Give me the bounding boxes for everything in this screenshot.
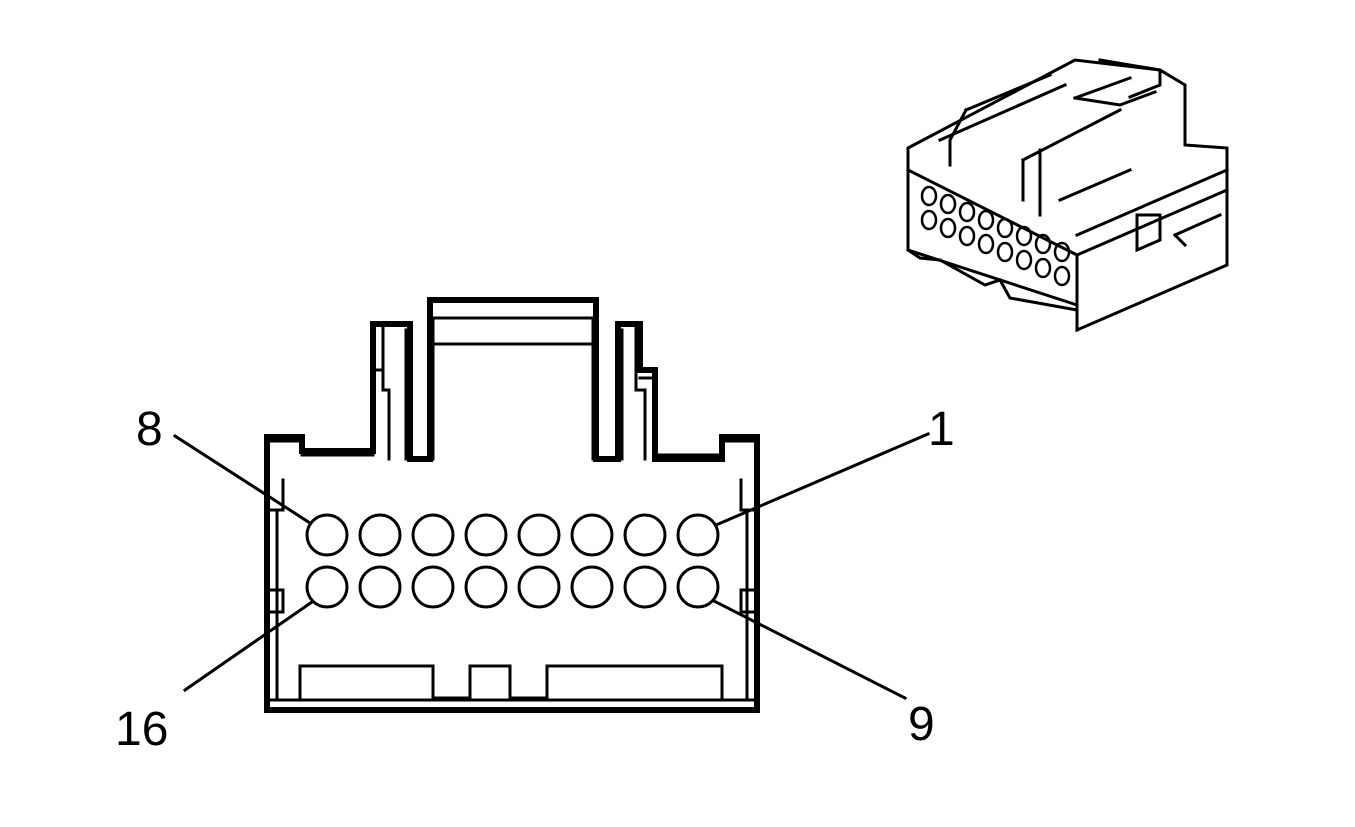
iso-pin-cavity — [939, 193, 957, 215]
pin-cavity-12 — [517, 565, 561, 609]
iso-pin-cavity — [958, 201, 976, 223]
connector-face-view — [264, 297, 760, 713]
body-inner-top — [265, 439, 757, 457]
pin-cavity-11 — [570, 565, 614, 609]
leader-line-1 — [714, 432, 930, 527]
pin-cavity-10 — [623, 565, 667, 609]
iso-pin-cavity — [1053, 265, 1071, 287]
iso-top-ribs — [938, 58, 1162, 217]
iso-pin-cavity — [1034, 257, 1052, 279]
pin-cavity-8 — [305, 513, 349, 557]
leader-line-9 — [711, 598, 908, 701]
label-pin-16: 16 — [115, 703, 168, 756]
label-pin-8: 8 — [136, 403, 163, 456]
pin-cavity-6 — [411, 513, 455, 557]
latch-bar — [431, 316, 595, 461]
pin-cavity-15 — [358, 565, 402, 609]
iso-pin-cavity — [920, 209, 938, 231]
right-tower-detail — [620, 322, 657, 461]
iso-latch — [1135, 213, 1222, 253]
pin-row-top — [305, 513, 720, 557]
label-pin-9: 9 — [908, 698, 935, 751]
leader-lines — [172, 432, 930, 701]
pin-row-bottom — [305, 565, 720, 609]
pin-cavity-5 — [464, 513, 508, 557]
left-tower-detail — [371, 322, 408, 461]
pin-cavity-1 — [676, 513, 720, 557]
bottom-keyway — [298, 664, 724, 700]
pin-cavity-9 — [676, 565, 720, 609]
pin-cavity-3 — [570, 513, 614, 557]
pin-cavity-16 — [305, 565, 349, 609]
iso-pin-cavity — [996, 241, 1014, 263]
label-pin-1: 1 — [928, 403, 955, 456]
leader-line-16 — [182, 599, 315, 693]
iso-pin-cavity — [1015, 249, 1033, 271]
iso-pin-cavity — [1053, 241, 1071, 263]
pin-cavity-4 — [517, 513, 561, 557]
pin-cavity-13 — [464, 565, 508, 609]
left-side-rail — [265, 478, 285, 700]
leader-line-8 — [172, 433, 313, 526]
iso-pin-cavity — [1034, 233, 1052, 255]
iso-pin-cavity — [977, 209, 995, 231]
iso-pin-cavity — [1015, 225, 1033, 247]
pin-cavity-14 — [411, 565, 455, 609]
iso-pin-cavity — [977, 233, 995, 255]
pin-cavity-2 — [623, 513, 667, 557]
iso-pin-cavity — [958, 225, 976, 247]
connector-isometric-view — [905, 58, 1229, 333]
iso-pin-cavity — [920, 185, 938, 207]
iso-pin-cavity — [939, 217, 957, 239]
connector-body-outline — [264, 297, 760, 713]
iso-front-face — [905, 167, 1229, 332]
iso-pin-cavities — [920, 185, 1071, 287]
iso-pin-cavity — [996, 217, 1014, 239]
pin-cavity-7 — [358, 513, 402, 557]
